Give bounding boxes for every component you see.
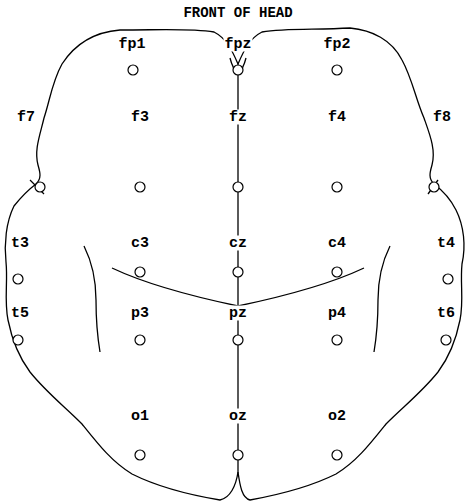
electrode-site [233, 267, 243, 277]
electrode-label: oz [228, 409, 248, 424]
electrode-site [441, 335, 451, 345]
electrode-site [233, 182, 243, 192]
electrode-site [135, 267, 145, 277]
electrode-site [135, 450, 145, 460]
electrode-site [332, 450, 342, 460]
electrode-label: t3 [10, 236, 30, 251]
electrode-site [429, 182, 439, 192]
electrode-site [135, 335, 145, 345]
electrode-label: t5 [10, 306, 30, 321]
electrode-site [443, 274, 453, 284]
electrode-site [233, 450, 243, 460]
electrode-label: f3 [130, 110, 150, 125]
left-hemisphere-outline [5, 30, 238, 501]
central-sulcus [112, 268, 364, 306]
electrode-site [13, 274, 23, 284]
electrode-label: cz [228, 236, 248, 251]
electrode-label: t6 [436, 306, 456, 321]
electrode-label: o2 [327, 409, 347, 424]
electrode-site [135, 182, 145, 192]
electrode-label: fp1 [117, 37, 146, 52]
electrode-label: fpz [223, 37, 252, 52]
electrode-label: t4 [436, 236, 456, 251]
frontal-notch [230, 58, 246, 74]
left-sylvian-tick [30, 180, 44, 194]
electrode-label: pz [228, 306, 248, 321]
electrode-site [35, 182, 45, 192]
electrode-site [233, 335, 243, 345]
electrode-site [13, 335, 23, 345]
electrode-label: p3 [130, 306, 150, 321]
electrode-label: f8 [432, 110, 452, 125]
electrode-site [332, 65, 342, 75]
electrode-site [128, 65, 138, 75]
electrode-label: f4 [327, 110, 347, 125]
electrode-site [332, 267, 342, 277]
left-temporal-line [84, 246, 100, 352]
right-sylvian-tick [428, 180, 438, 194]
electrode-site [233, 65, 243, 75]
diagram-title: FRONT OF HEAD [182, 6, 293, 20]
electrode-label: p4 [327, 306, 347, 321]
electrode-label: fp2 [322, 37, 351, 52]
electrode-site [332, 335, 342, 345]
electrode-label: c4 [327, 236, 347, 251]
electrode-label: f7 [16, 110, 36, 125]
electrode-site [332, 182, 342, 192]
right-hemisphere-outline [238, 28, 464, 500]
electrode-label: o1 [130, 409, 150, 424]
electrode-label: fz [228, 110, 248, 125]
right-temporal-line [374, 246, 390, 352]
electrode-label: c3 [130, 236, 150, 251]
